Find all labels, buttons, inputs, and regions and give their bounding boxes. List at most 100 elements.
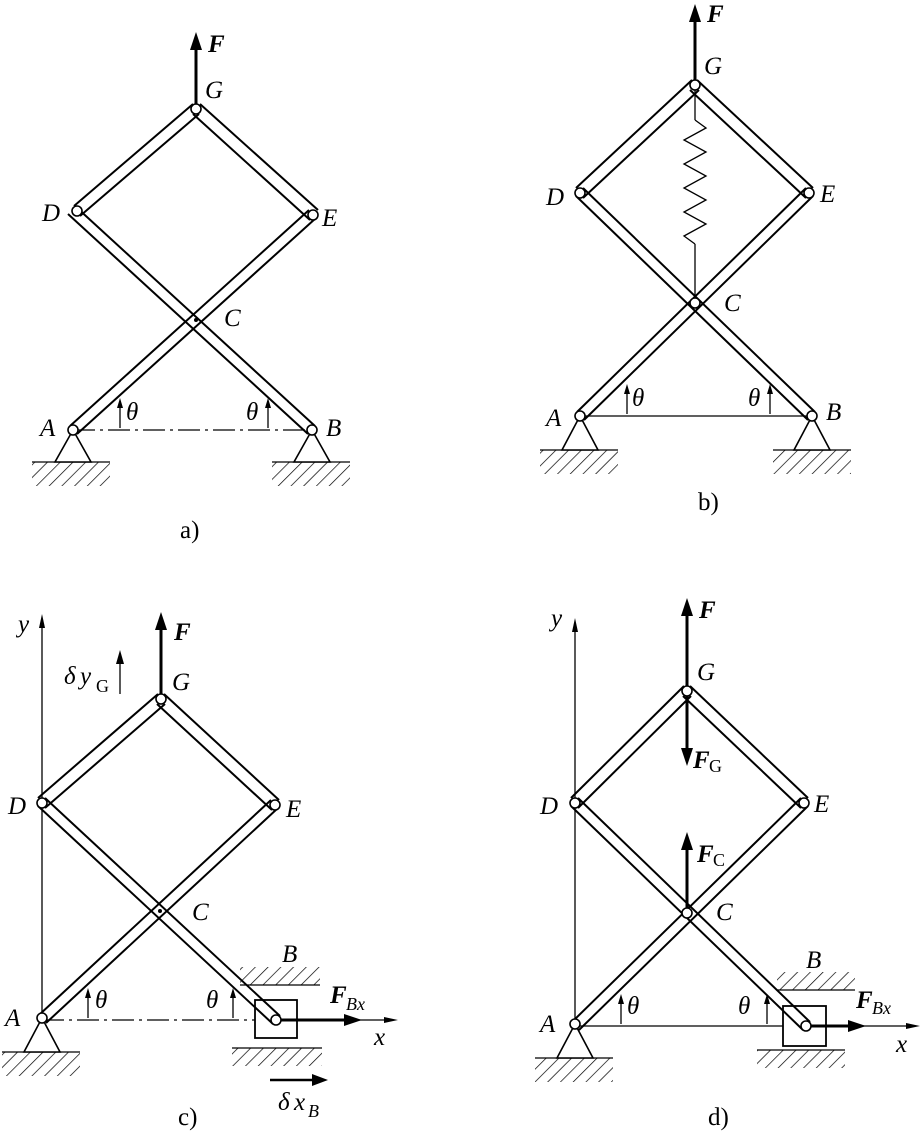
label-a: A: [544, 405, 562, 432]
label-delta-xb-main: x: [293, 1089, 305, 1116]
label-c: C: [224, 305, 241, 332]
label-theta-right: θ: [246, 399, 258, 426]
label-x-axis: x: [895, 1031, 907, 1058]
pin-a: [569, 1018, 581, 1030]
label-f: F: [173, 619, 191, 646]
label-theta-right: θ: [748, 385, 760, 412]
pin-c: [689, 297, 701, 309]
pin-g: [190, 103, 202, 115]
label-a: A: [3, 1005, 21, 1032]
label-g: G: [172, 669, 190, 696]
caption-c: c): [178, 1104, 197, 1131]
ground-support-b: [773, 414, 851, 474]
label-a: A: [538, 1011, 556, 1038]
ground-support-b: [272, 428, 350, 486]
label-delta-yg-main: y: [77, 663, 92, 690]
label-fbx-sub: Bx: [346, 994, 365, 1014]
pin-e: [269, 799, 281, 811]
label-y-axis: y: [548, 605, 563, 632]
pin-e: [803, 187, 815, 199]
ground-support-a: [540, 414, 618, 474]
panel-c: y x F G δ y G D E C A B F Bx δ x B θ θ c…: [2, 611, 398, 1131]
label-x-axis: x: [373, 1024, 385, 1051]
label-theta-right: θ: [206, 987, 218, 1014]
label-b: B: [826, 399, 841, 426]
pin-c: [194, 318, 198, 322]
label-f: F: [706, 1, 724, 28]
label-e: E: [813, 791, 829, 818]
label-c: C: [716, 899, 733, 926]
label-fc-sub: C: [713, 850, 725, 870]
pin-b: [270, 1014, 282, 1026]
label-y-axis: y: [15, 611, 30, 638]
label-fc: F C: [696, 841, 725, 870]
pin-g: [681, 685, 693, 697]
label-d: D: [545, 184, 564, 211]
label-g: G: [697, 659, 715, 686]
rods-a: [67, 103, 319, 435]
label-delta-xb-delta: δ: [278, 1089, 290, 1116]
label-fg: F G: [692, 747, 722, 776]
label-d: D: [7, 793, 26, 820]
label-theta-left: θ: [632, 385, 644, 412]
label-c: C: [724, 290, 741, 317]
caption-b: b): [698, 489, 719, 516]
pin-g: [689, 79, 701, 91]
label-delta-xb: δ x B: [278, 1089, 319, 1121]
label-e: E: [285, 796, 301, 823]
pin-b: [800, 1020, 812, 1032]
pin-b: [806, 410, 818, 422]
pin-e: [307, 209, 319, 221]
label-e: E: [321, 205, 337, 232]
pin-d: [36, 797, 48, 809]
label-fbx: F Bx: [855, 987, 891, 1018]
label-delta-yg: δ y G: [64, 663, 109, 696]
label-g: G: [704, 53, 722, 80]
label-a: A: [38, 415, 56, 442]
label-b: B: [326, 415, 341, 442]
label-fbx-main: F: [855, 987, 873, 1014]
label-fg-sub: G: [709, 756, 722, 776]
label-b: B: [282, 941, 297, 968]
spring: [682, 86, 708, 302]
label-fg-main: F: [692, 747, 710, 774]
label-delta-xb-sub: B: [308, 1101, 319, 1121]
pin-d: [569, 797, 581, 809]
rods-d: [570, 685, 811, 1031]
pin-c: [158, 909, 162, 913]
panel-a: F G D E C A B θ θ a): [32, 31, 350, 544]
pin-c: [681, 907, 693, 919]
label-theta-right: θ: [738, 993, 750, 1020]
label-d: D: [539, 793, 558, 820]
label-d: D: [41, 200, 60, 227]
caption-d: d): [708, 1104, 729, 1131]
label-b: B: [806, 947, 821, 974]
label-fc-main: F: [696, 841, 714, 868]
label-fbx-sub: Bx: [872, 998, 891, 1018]
label-fbx-main: F: [329, 982, 347, 1009]
pin-d: [71, 205, 83, 217]
label-f: F: [698, 597, 716, 624]
label-delta-yg-sub: G: [96, 676, 109, 696]
panel-b: F G D E C A B θ θ b): [540, 1, 851, 516]
label-f: F: [207, 31, 225, 58]
label-delta-yg-delta: δ: [64, 663, 76, 690]
label-theta-left: θ: [95, 987, 107, 1014]
label-theta-left: θ: [627, 993, 639, 1020]
caption-a: a): [180, 517, 199, 544]
panel-d: y x F G F G F C D E C A B F Bx θ θ d): [535, 597, 920, 1131]
ground-support-a: [32, 428, 110, 486]
label-e: E: [819, 181, 835, 208]
label-fbx: F Bx: [329, 982, 365, 1014]
pin-d: [574, 187, 586, 199]
label-c: C: [192, 899, 209, 926]
pin-e: [798, 797, 810, 809]
ground-support-a: [535, 1022, 613, 1082]
pin-a: [67, 424, 79, 436]
pin-a: [36, 1012, 48, 1024]
pin-a: [574, 410, 586, 422]
ground-support-a: [2, 1016, 80, 1076]
label-theta-left: θ: [126, 399, 138, 426]
pin-g: [155, 693, 167, 705]
